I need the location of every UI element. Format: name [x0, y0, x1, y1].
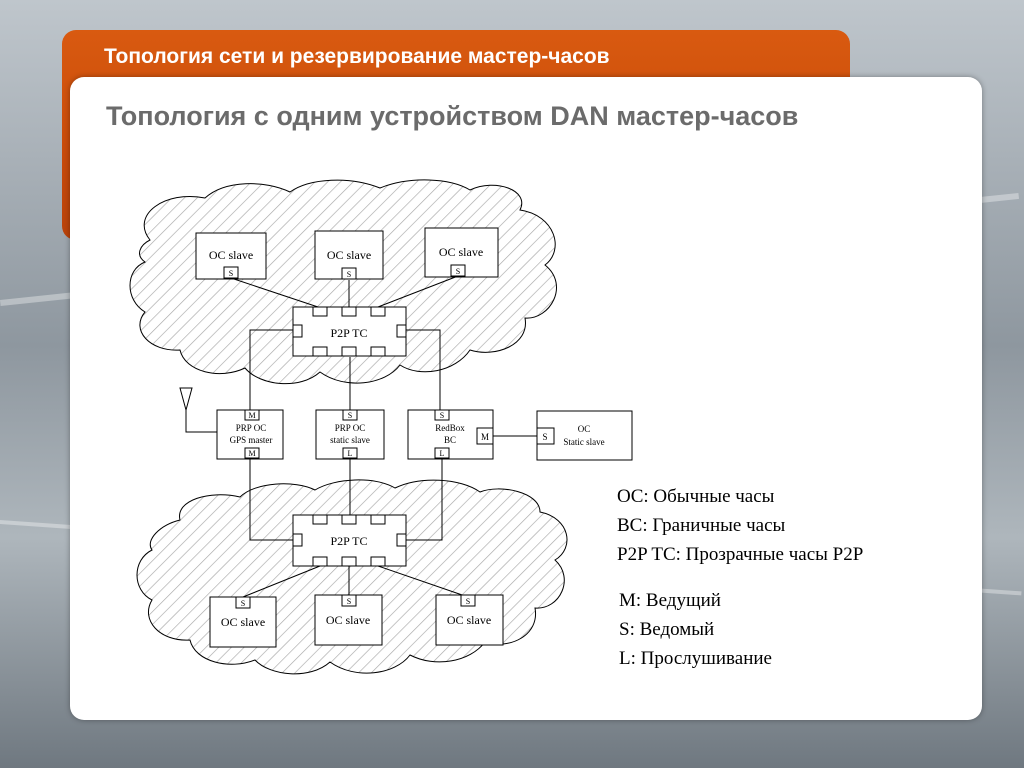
bottom-slave-2: S OC slave — [314, 594, 383, 646]
slide-title: Топология сети и резервирование мастер-ч… — [104, 45, 610, 68]
slave-label: OC slave — [209, 248, 253, 262]
port-label: S — [466, 597, 470, 606]
prp-oc-gps-master: M PRP OC GPS master M — [216, 409, 284, 460]
port-label: M — [248, 449, 255, 458]
slave-label: OC slave — [326, 613, 370, 627]
top-slave-2: OC slave S — [314, 230, 384, 280]
slave-label: OC slave — [439, 245, 483, 259]
port-label: L — [440, 449, 445, 458]
device-line1: PRP OC — [236, 423, 266, 433]
device-line2: static slave — [330, 435, 370, 445]
port-label: S — [229, 269, 233, 278]
legend-item: BC: Граничные часы — [617, 515, 786, 536]
port-label: M — [481, 432, 489, 442]
tc-label: P2P TC — [330, 326, 367, 340]
port-label: M — [248, 411, 255, 420]
device-line1: PRP OC — [335, 423, 365, 433]
bottom-slave-1: S OC slave — [209, 596, 277, 648]
port-label: S — [347, 270, 351, 279]
device-line1: OC — [578, 424, 591, 434]
port-label: S — [241, 599, 245, 608]
top-links — [179, 275, 537, 598]
port-label: S — [347, 597, 351, 606]
device-line2: BC — [444, 435, 456, 445]
slide-subtitle: Топология с одним устройством DAN мастер… — [106, 101, 799, 131]
tc-label: P2P TC — [330, 534, 367, 548]
slave-label: OC slave — [327, 248, 371, 262]
port-label: S — [348, 411, 352, 420]
port-label: S — [542, 432, 547, 442]
redbox-bc: S RedBox BC M L — [407, 409, 494, 460]
legend-item: M: Ведущий — [619, 590, 721, 611]
legend-port-roles: M: Ведущий S: Ведомый L: Прослушивание — [619, 586, 772, 673]
top-slave-3: OC slave S — [424, 227, 499, 278]
port-label: S — [456, 267, 460, 276]
oc-static-slave-external: S OC Static slave — [536, 410, 633, 461]
device-line2: Static slave — [563, 437, 604, 447]
legend-item: P2P TC: Прозрачные часы P2P — [617, 544, 864, 565]
top-slave-1: OC slave S — [195, 232, 267, 280]
port-label: S — [440, 411, 444, 420]
legend-item: OC: Обычные часы — [617, 486, 775, 507]
legend-abbreviations: OC: Обычные часы BC: Граничные часы P2P … — [617, 482, 863, 569]
device-line2: GPS master — [230, 435, 273, 445]
legend-item: S: Ведомый — [619, 619, 715, 640]
bottom-p2p-tc: P2P TC — [292, 514, 407, 567]
slave-label: OC slave — [447, 613, 491, 627]
top-p2p-tc: P2P TC — [292, 306, 407, 357]
slave-label: OC slave — [221, 615, 265, 629]
prp-oc-static-slave: S PRP OC static slave L — [315, 409, 385, 460]
legend-item: L: Прослушивание — [619, 648, 772, 669]
device-line1: RedBox — [435, 423, 465, 433]
port-label: L — [348, 449, 353, 458]
bottom-slave-3: S OC slave — [435, 594, 504, 646]
